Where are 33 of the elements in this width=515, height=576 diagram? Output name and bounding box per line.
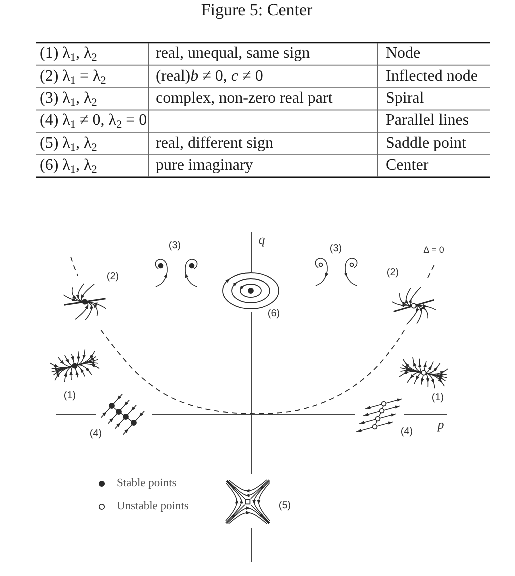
singular-point-type: Parallel lines [386, 112, 470, 130]
axis-label: q [258, 232, 266, 248]
singular-point-type: Spiral [386, 90, 424, 108]
legend-label: Stable points [117, 478, 177, 490]
callout-number: (6) [268, 308, 280, 320]
eigenvalue-condition: (2) λ$_{1}$ = λ$_{2}$ [40, 68, 106, 86]
eigenvalue-condition: (5) λ$_{1}$, λ$_{2}$ [40, 135, 98, 153]
coefficient-condition: (real)b ≠ 0, c ≠ 0 [156, 68, 264, 86]
coefficient-condition: real, different sign [156, 135, 274, 153]
eigenvalue-condition: (4) λ$_{1}$ ≠ 0, λ$_{2}$ = 0 [40, 112, 148, 130]
coefficient-condition: complex, non-zero real part [156, 90, 333, 108]
singular-point-type: Saddle point [386, 135, 466, 153]
callout-number: (2) [386, 268, 400, 278]
singular-point-type: Inflected node [386, 68, 478, 86]
callout-number: (1) [64, 390, 76, 402]
legend-label: Unstable points [117, 500, 189, 514]
eigenvalue-condition: (6) λ$_{1}$, λ$_{2}$ [40, 157, 98, 175]
curve-label: Δ = 0 [424, 246, 444, 256]
callout-number: (4) [400, 426, 414, 438]
figure-caption: Figure 5: Center [201, 2, 313, 20]
eigenvalue-condition: (3) λ$_{1}$, λ$_{2}$ [40, 90, 98, 108]
singular-point-type: Center [386, 157, 429, 175]
callout-number: (3) [330, 244, 342, 254]
callout-number: (4) [90, 428, 102, 440]
coefficient-condition: real, unequal, same sign [156, 45, 310, 63]
singular-point-type: Node [386, 45, 421, 63]
callout-number: (3) [168, 240, 182, 252]
callout-number: (5) [278, 500, 292, 512]
axis-label: p [438, 418, 444, 432]
eigenvalue-condition: (1) λ$_{1}$, λ$_{2}$ [40, 45, 98, 63]
coefficient-condition: pure imaginary [156, 157, 254, 175]
callout-number: (1) [432, 392, 444, 404]
callout-number: (2) [106, 272, 120, 282]
